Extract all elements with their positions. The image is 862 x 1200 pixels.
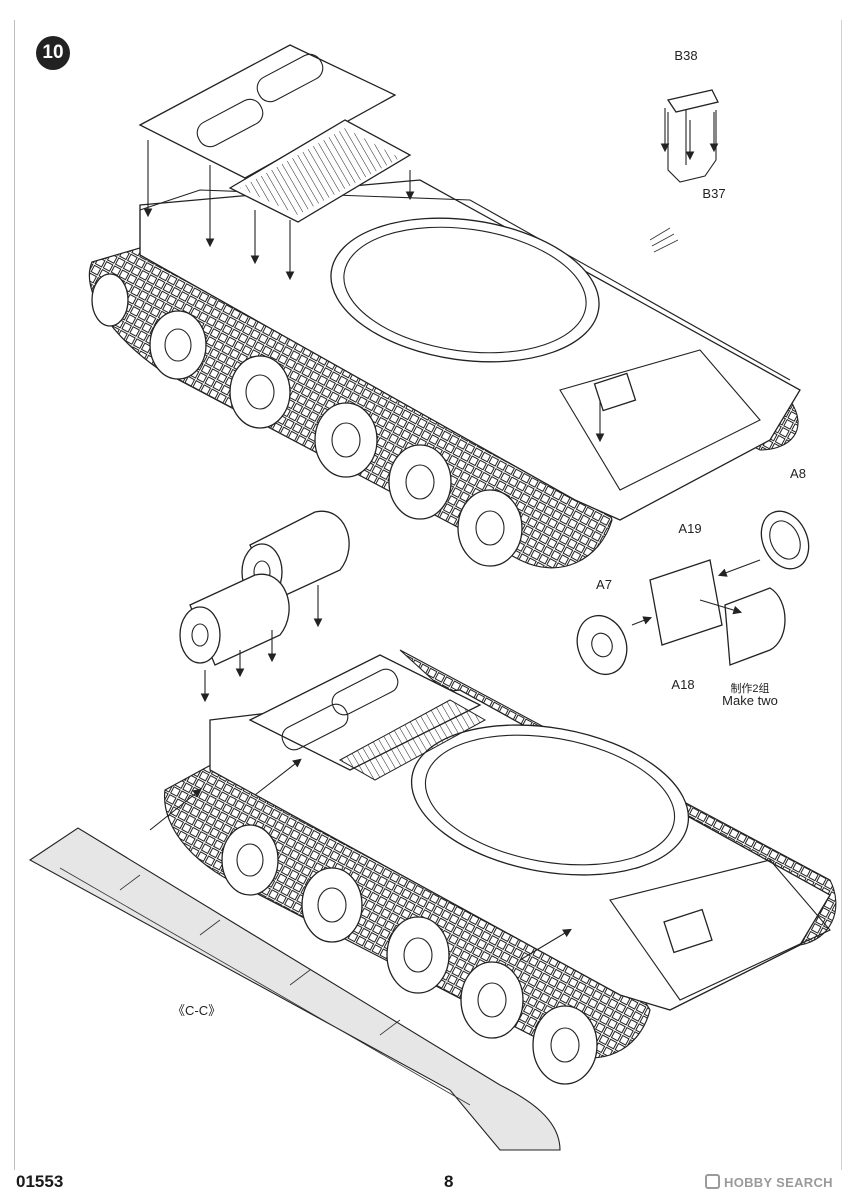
fuel-drums: [179, 510, 350, 703]
part-label-b38: B38: [674, 48, 698, 63]
upper-hull-assembly: [88, 44, 801, 569]
step-number-badge: 10: [36, 36, 70, 70]
note-chinese: 制作2组: [730, 683, 770, 695]
lower-hull-assembly: [28, 649, 837, 1151]
watermark-text: HOBBY SEARCH: [724, 1175, 833, 1190]
watermark: HOBBY SEARCH: [705, 1174, 833, 1190]
upper-road-wheels: [91, 273, 523, 567]
watermark-logo-icon: [705, 1174, 720, 1189]
note-make-two: Make two: [722, 693, 778, 708]
part-label-c-c: 《C-C》: [172, 1003, 222, 1018]
lower-road-wheels: [221, 824, 598, 1085]
part-label-a19: A19: [678, 521, 702, 536]
page-frame: [14, 20, 842, 1170]
part-label-a8: A8: [790, 466, 806, 481]
part-label-a7: A7: [596, 577, 612, 592]
kit-code: 01553: [16, 1172, 64, 1191]
b37-b38-clip-part: [649, 89, 719, 253]
idler-subassembly: [576, 510, 810, 676]
page-number: 8: [444, 1172, 454, 1191]
part-label-b37: B37: [702, 186, 726, 201]
upper-assembly-arrows: [143, 140, 605, 443]
engine-deck-panels: [138, 44, 412, 223]
fender-c-c: [28, 827, 561, 1151]
part-label-a18: A18: [671, 677, 695, 692]
